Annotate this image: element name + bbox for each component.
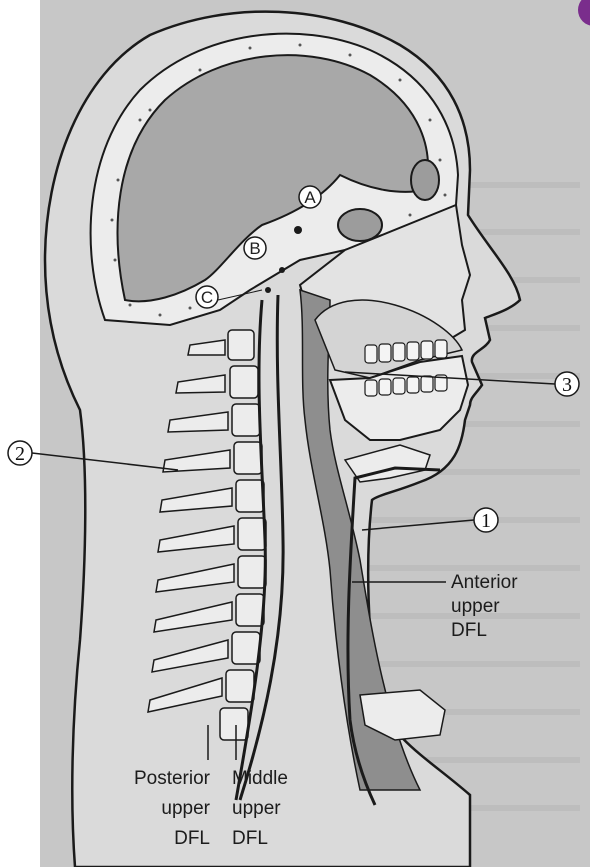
svg-text:B: B bbox=[249, 239, 260, 258]
cranial-point-b bbox=[279, 267, 285, 273]
svg-text:upper: upper bbox=[451, 596, 500, 617]
orbit bbox=[411, 160, 439, 200]
svg-text:Anterior: Anterior bbox=[451, 572, 518, 593]
svg-text:C: C bbox=[201, 288, 213, 307]
svg-text:DFL: DFL bbox=[451, 620, 487, 641]
svg-text:3: 3 bbox=[562, 374, 572, 396]
cranial-point-a bbox=[294, 226, 302, 234]
marker-b: B bbox=[244, 237, 266, 259]
svg-text:A: A bbox=[304, 188, 316, 207]
svg-text:2: 2 bbox=[15, 443, 25, 465]
sinus bbox=[338, 209, 382, 241]
marker-a: A bbox=[299, 186, 321, 208]
left-margin bbox=[0, 0, 40, 867]
svg-text:DFL: DFL bbox=[232, 828, 268, 849]
svg-text:Middle: Middle bbox=[232, 768, 288, 789]
svg-text:Posterior: Posterior bbox=[134, 768, 211, 789]
svg-text:DFL: DFL bbox=[174, 828, 210, 849]
svg-text:upper: upper bbox=[161, 798, 210, 819]
cranial-point-c bbox=[265, 287, 271, 293]
svg-text:1: 1 bbox=[481, 510, 491, 532]
svg-text:upper: upper bbox=[232, 798, 281, 819]
